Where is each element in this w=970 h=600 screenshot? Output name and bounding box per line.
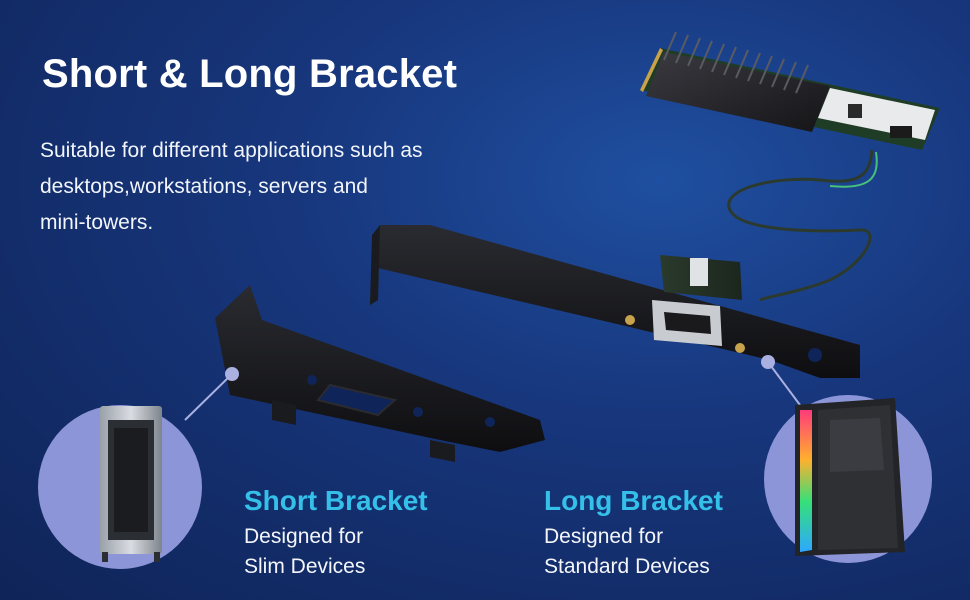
intro-line-3: mini-towers.	[40, 211, 154, 234]
headline: Short & Long Bracket	[42, 52, 458, 96]
short-bracket-line-1: Designed for	[244, 525, 364, 548]
short-bracket-image	[215, 285, 545, 462]
long-pointer	[761, 355, 801, 406]
standard-device-circle	[764, 395, 932, 563]
long-bracket-caption: Long Bracket Designed for Standard Devic…	[544, 484, 723, 582]
short-bracket-line-2: Slim Devices	[244, 555, 366, 578]
intro-text: Suitable for different applications such…	[40, 133, 500, 241]
long-bracket-line-1: Designed for	[544, 525, 664, 548]
intro-line-2: desktops,workstations, servers and	[40, 175, 368, 198]
long-bracket-title: Long Bracket	[544, 485, 723, 516]
m2-module-image	[640, 31, 940, 150]
slim-device-circle	[38, 405, 202, 569]
cable-image	[727, 149, 878, 302]
short-pointer	[184, 367, 239, 421]
short-bracket-title: Short Bracket	[244, 485, 428, 516]
long-bracket-image	[370, 225, 860, 378]
short-bracket-caption: Short Bracket Designed for Slim Devices	[244, 484, 428, 582]
intro-line-1: Suitable for different applications such…	[40, 139, 423, 162]
long-bracket-line-2: Standard Devices	[544, 555, 710, 578]
